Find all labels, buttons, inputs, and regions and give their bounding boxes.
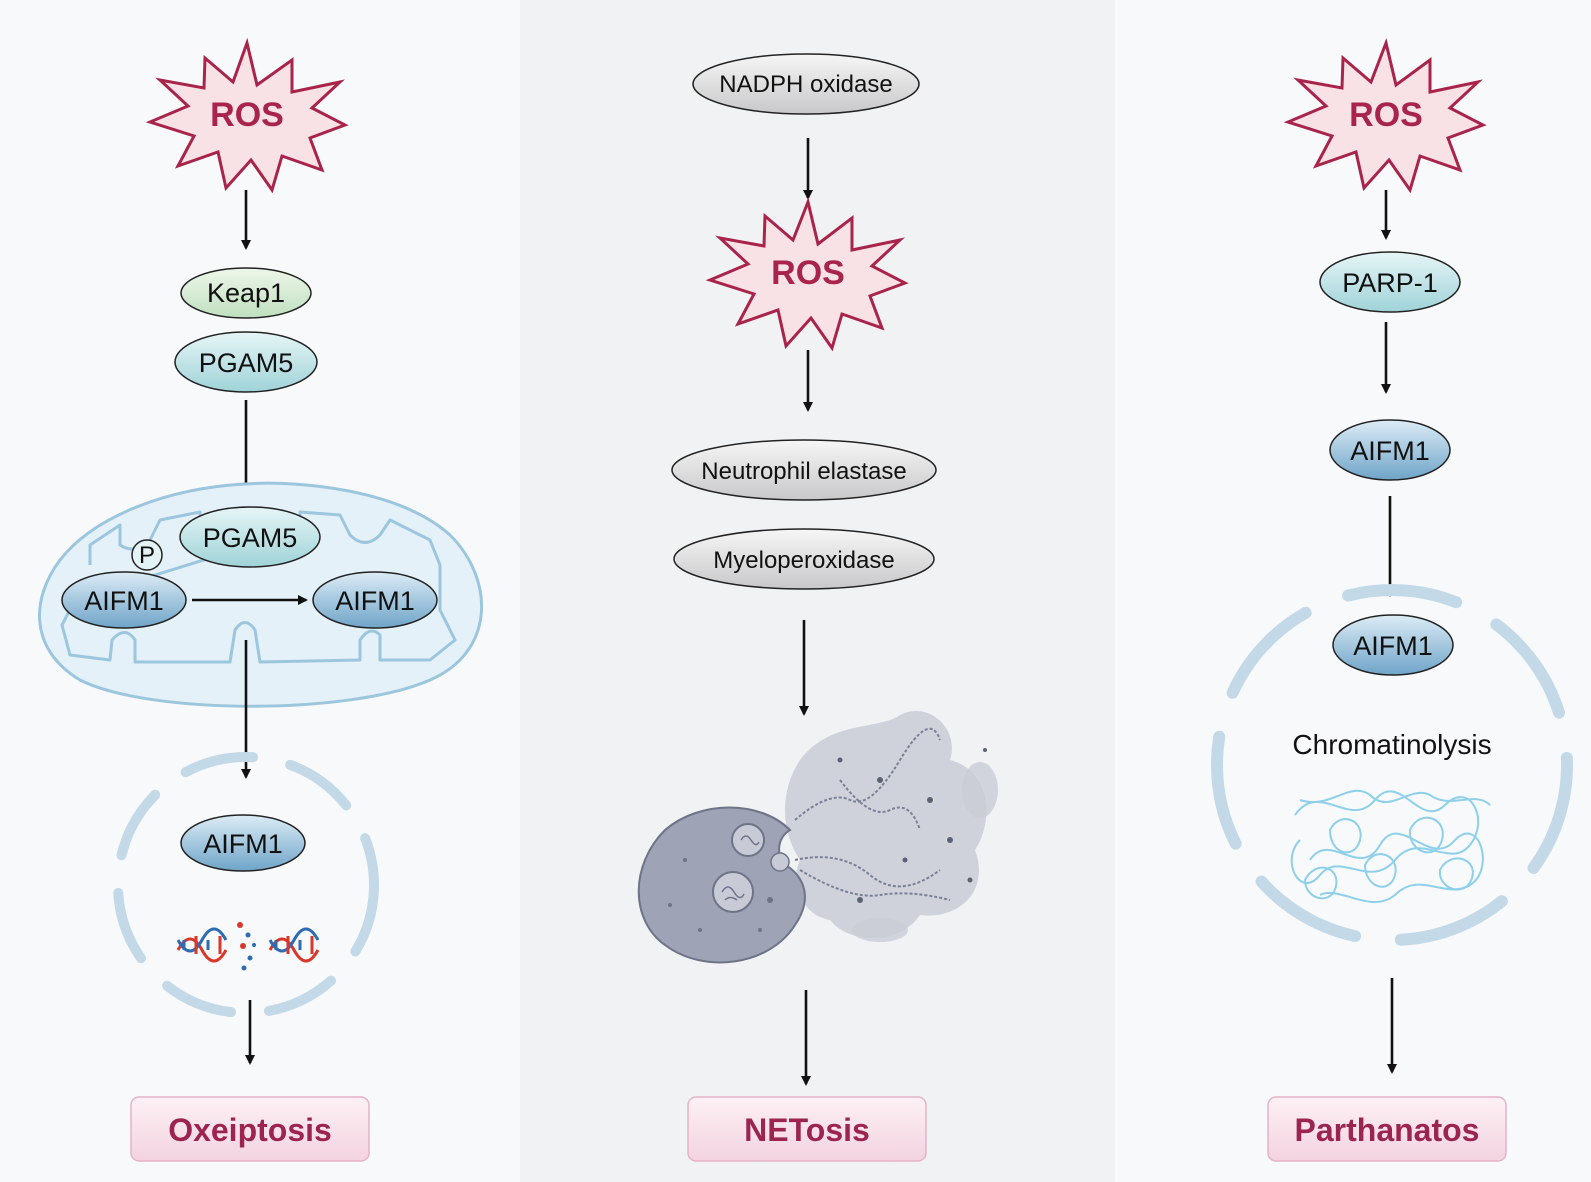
pgam5-node-top [174, 331, 318, 393]
aifm1-label-right-top: AIFM1 [1350, 436, 1430, 466]
aifm1-label-right: AIFM1 [335, 586, 415, 616]
neutrophil-net-illustration [637, 711, 998, 964]
parthanatos-outcome-label: Parthanatos [1295, 1112, 1480, 1148]
aifm1-node-right [312, 571, 438, 629]
keap1-label: Keap1 [207, 278, 285, 308]
aifm1-label-left: AIFM1 [84, 586, 164, 616]
aifm1-node-right-top [1329, 419, 1451, 481]
oxeiptosis-column: ROS Keap1 PGAM5 PGAM5 P AIFM1 AIFM1 AIFM… [38, 37, 484, 1162]
chromatinolysis-label: Chromatinolysis [1292, 729, 1491, 760]
parp1-node [1319, 251, 1461, 313]
chromatin-tangle-icon [1290, 789, 1491, 903]
ros-label-middle: ROS [771, 254, 845, 292]
keap1-node [180, 267, 312, 319]
ros-starburst-left [145, 37, 349, 194]
netosis-outcome-label: NETosis [744, 1112, 870, 1148]
mitochondrion [38, 481, 484, 708]
phosphate-circle [131, 539, 163, 571]
neutrophil-elastase-label: Neutrophil elastase [701, 458, 906, 485]
nucleus-right [1211, 584, 1573, 946]
aifm1-node-nucleus-right [1332, 614, 1454, 676]
netosis-outcome-box [687, 1096, 927, 1162]
pgam5-label-top: PGAM5 [199, 348, 294, 378]
nadph-oxidase-label: NADPH oxidase [719, 71, 892, 98]
parthanatos-outcome-box [1267, 1096, 1507, 1162]
ros-label-right: ROS [1349, 96, 1423, 134]
oxeiptosis-outcome-box [130, 1096, 370, 1162]
myeloperoxidase-label: Myeloperoxidase [713, 547, 894, 574]
ros-label-left: ROS [210, 96, 284, 134]
parthanatos-column: ROS PARP-1 AIFM1 AIFM1 Chromatinolysis P… [1211, 37, 1573, 1162]
phosphate-label: P [139, 542, 155, 569]
myeloperoxidase-node [673, 528, 935, 590]
pgam5-label-mito: PGAM5 [203, 523, 298, 553]
netosis-column: NADPH oxidase ROS Neutrophil elastase My… [637, 53, 998, 1162]
ros-starburst-middle [705, 197, 909, 352]
oxeiptosis-outcome-label: Oxeiptosis [168, 1112, 332, 1148]
neutrophil-elastase-node [671, 439, 937, 501]
netosis-panel-bg [520, 0, 1115, 1182]
aifm1-node-nucleus-left [180, 814, 306, 872]
aifm1-node-left [61, 571, 187, 629]
nucleus-left [113, 752, 379, 1018]
ros-starburst-right [1283, 37, 1487, 194]
dna-fragment-icon [176, 922, 320, 971]
aifm1-label-nucleus-right: AIFM1 [1353, 631, 1433, 661]
parp1-label: PARP-1 [1342, 268, 1438, 298]
pgam5-node-mito [179, 506, 321, 568]
aifm1-label-nucleus-left: AIFM1 [203, 829, 283, 859]
nadph-oxidase-node [692, 53, 920, 115]
